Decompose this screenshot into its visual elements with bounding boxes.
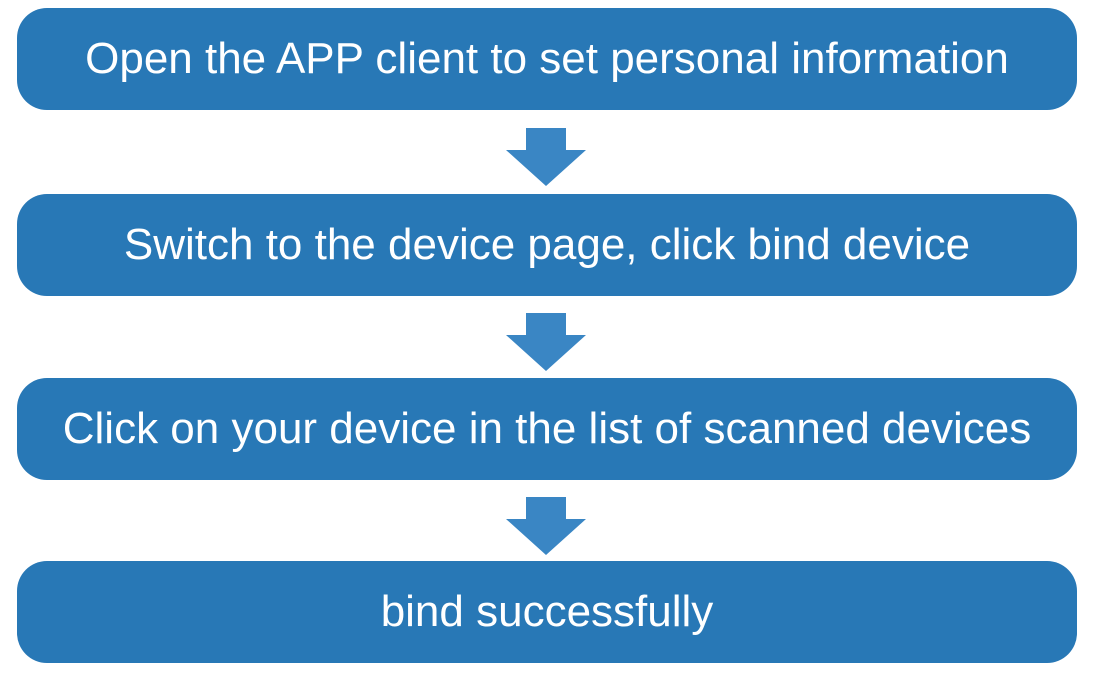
step-label: Open the APP client to set personal info… <box>85 34 1009 83</box>
step-label: Click on your device in the list of scan… <box>62 404 1032 453</box>
arrow-down-icon <box>506 128 586 186</box>
step-label: Switch to the device page, click bind de… <box>123 220 971 269</box>
step-box-open-app: Open the APP client to set personal info… <box>17 8 1077 110</box>
step-box-click-device: Click on your device in the list of scan… <box>17 378 1077 480</box>
arrow-down-icon <box>506 497 586 555</box>
step-box-bind-success: bind successfully <box>17 561 1077 663</box>
step-box-switch-device-page: Switch to the device page, click bind de… <box>17 194 1077 296</box>
arrow-down-icon <box>506 313 586 371</box>
step-label: bind successfully <box>380 587 714 636</box>
